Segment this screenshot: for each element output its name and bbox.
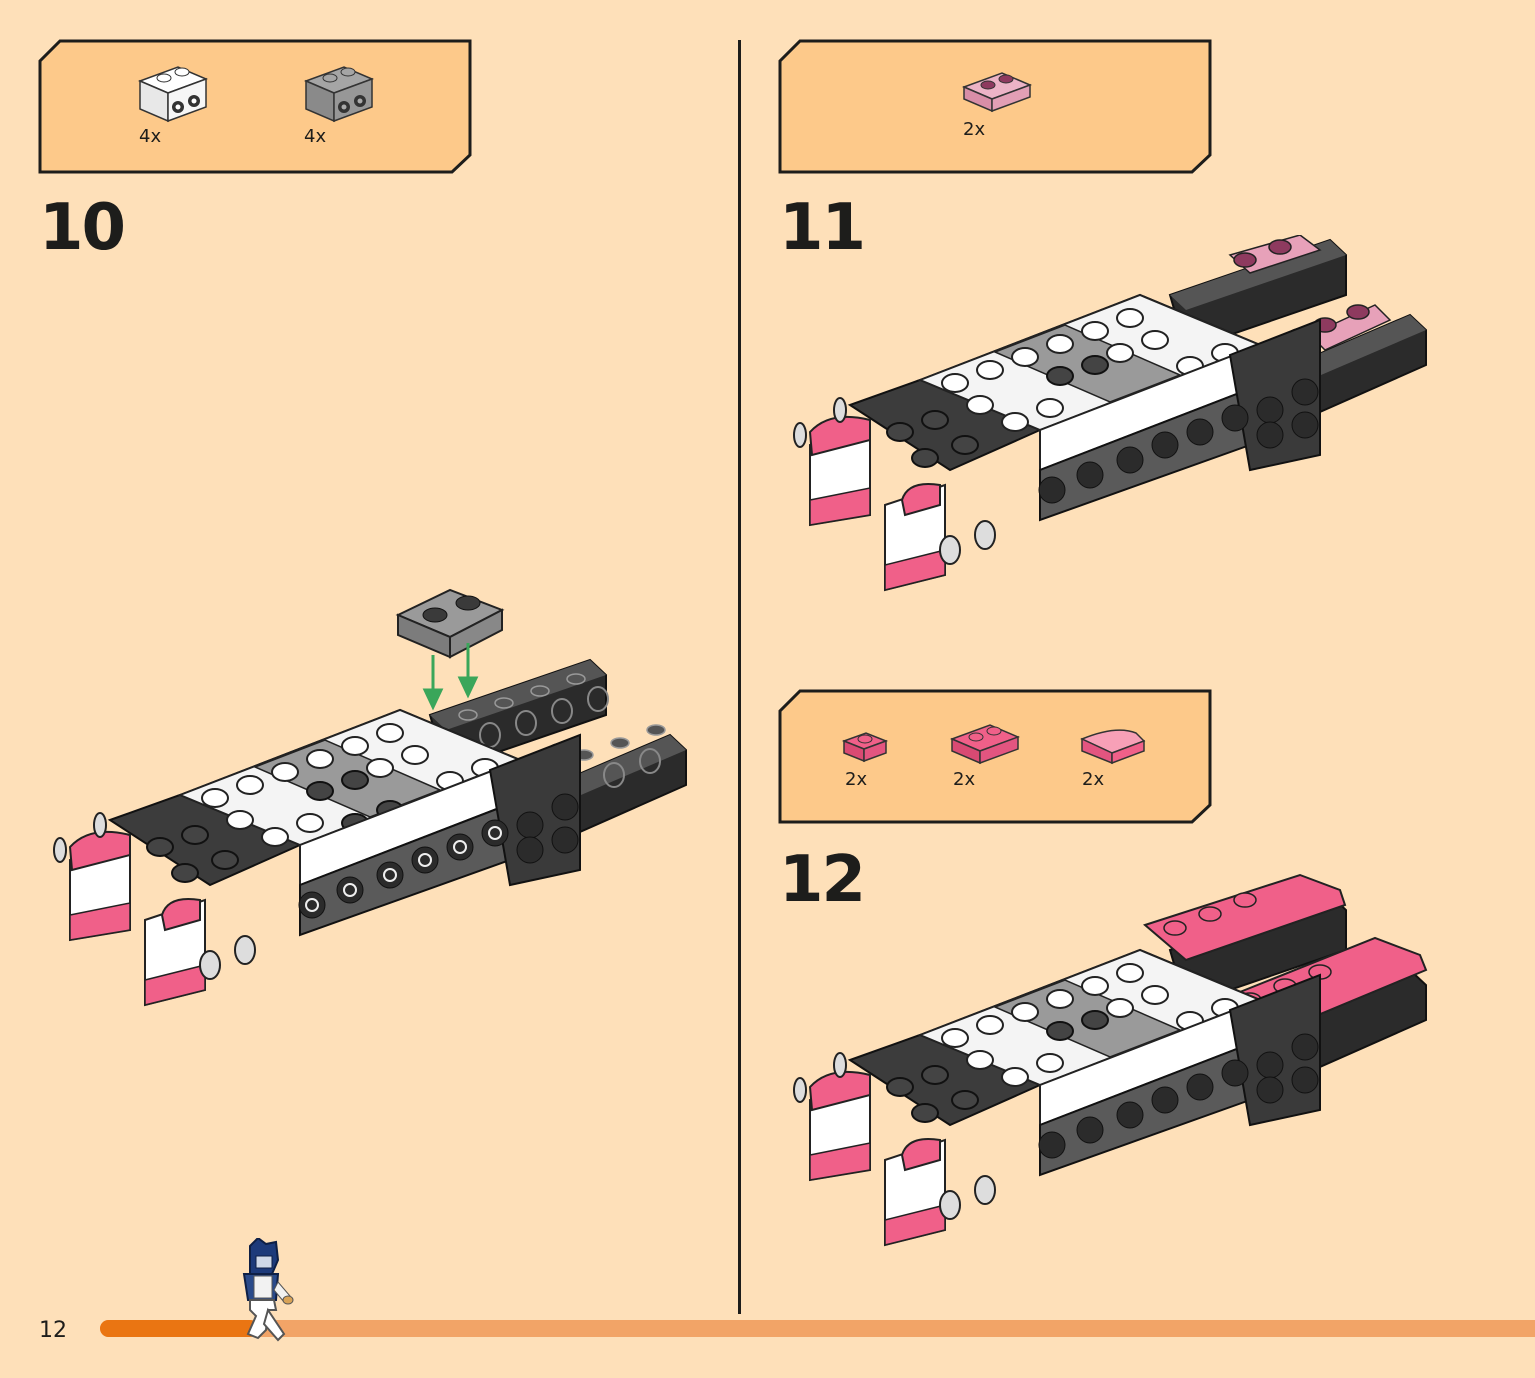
column-divider xyxy=(738,40,741,1314)
part-qty: 4x xyxy=(139,126,162,147)
step-12-model-illustration xyxy=(793,873,1428,1247)
part-qty: 2x xyxy=(845,769,868,790)
progress-fill xyxy=(100,1320,258,1337)
progress-track xyxy=(100,1320,1535,1337)
parts-box-frame xyxy=(38,39,472,174)
step-10-parts-box: 4x 4x xyxy=(38,39,474,175)
pink-plate-1x2-icon xyxy=(949,724,1021,765)
pink-curved-slope-icon xyxy=(1080,729,1146,765)
white-bracket-1x2-icon xyxy=(137,66,209,123)
page-number: 12 xyxy=(39,1318,67,1343)
part-qty: 2x xyxy=(953,769,976,790)
step-number: 11 xyxy=(779,191,866,265)
part-qty: 2x xyxy=(1082,769,1105,790)
step-number: 12 xyxy=(779,843,866,917)
part-qty: 4x xyxy=(304,126,327,147)
pink-plate-1x1-icon xyxy=(841,732,889,763)
step-12-parts-box: 2x 2x 2x xyxy=(778,689,1214,825)
step-11-model-illustration xyxy=(793,235,1427,592)
step-10-model-illustration xyxy=(53,588,687,1007)
step-number: 10 xyxy=(39,191,126,265)
part-qty: 2x xyxy=(963,119,986,140)
step-11-parts-box: 2x xyxy=(778,39,1214,175)
gray-bracket-1x2-icon xyxy=(303,66,375,123)
minifigure-runner-icon xyxy=(242,1238,294,1342)
trans-pink-plate-1x2-icon xyxy=(961,72,1033,113)
